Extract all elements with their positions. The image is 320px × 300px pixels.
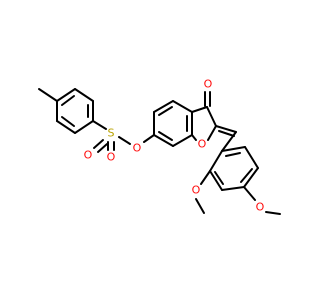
bond: [56, 88, 76, 102]
ester-oxygen: O: [133, 142, 142, 155]
bond: [240, 168, 253, 183]
bond: [153, 100, 174, 113]
bond: [172, 100, 193, 113]
bond: [158, 106, 173, 116]
bond: [61, 95, 75, 106]
bond: [191, 134, 197, 141]
bond: [243, 167, 259, 188]
bond: [215, 125, 237, 133]
bond: [209, 170, 223, 191]
sulfonyl-oxygen-bottom: O: [107, 151, 116, 164]
molecule-diagram: S O O O O O: [38, 78, 281, 215]
bond: [214, 171, 224, 185]
bond: [143, 134, 155, 143]
bond: [153, 134, 174, 147]
furanone-ring: [191, 106, 217, 141]
bond: [191, 106, 208, 113]
bond: [225, 152, 241, 157]
bond: [209, 150, 223, 172]
bond: [118, 136, 131, 145]
benzo-ring: [153, 100, 193, 147]
bond: [97, 143, 108, 153]
sulfur-atom: S: [108, 127, 115, 140]
dimethoxyphenyl-ring: [209, 146, 259, 191]
bond: [221, 186, 245, 191]
methoxy-oxygen-4: O: [256, 201, 265, 214]
sulfonyl-oxygen-left: O: [84, 149, 93, 162]
bond: [243, 186, 256, 201]
bond: [221, 146, 246, 152]
bond: [206, 106, 217, 127]
bond: [244, 146, 259, 169]
methyl-bond: [38, 88, 58, 102]
bond: [92, 120, 107, 130]
bond: [93, 139, 104, 149]
bond: [221, 131, 237, 152]
bond: [200, 170, 211, 185]
bond: [218, 130, 235, 137]
methoxy-oxygen-2: O: [192, 184, 201, 197]
furan-oxygen: O: [198, 138, 207, 151]
bond: [172, 134, 193, 147]
toluene-ring: [56, 88, 94, 134]
methyl-bond: [195, 198, 205, 214]
bond: [158, 131, 173, 141]
bond: [74, 120, 94, 134]
structure-canvas: S O O O O O: [38, 78, 281, 215]
bond: [61, 116, 75, 127]
bond: [207, 125, 217, 141]
methyl-bond: [265, 211, 281, 215]
bond: [74, 88, 94, 102]
bond: [56, 120, 76, 134]
ketone-oxygen: O: [204, 78, 213, 91]
